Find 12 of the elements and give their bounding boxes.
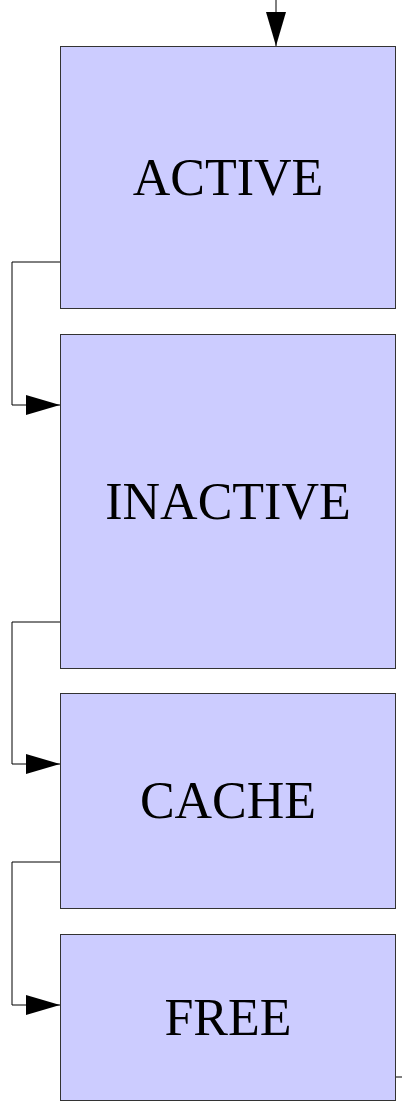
state-box	[60, 334, 396, 669]
state-label: INACTIVE	[105, 475, 351, 528]
state-box	[60, 693, 396, 909]
arrow	[266, 0, 286, 47]
arrow	[11, 261, 61, 415]
state-box	[60, 934, 396, 1101]
state-label: FREE	[164, 991, 292, 1044]
state-box	[60, 46, 396, 309]
state-label: ACTIVE	[132, 151, 324, 204]
state-label: CACHE	[139, 775, 317, 827]
arrow	[11, 861, 61, 1015]
arrow	[11, 621, 61, 774]
